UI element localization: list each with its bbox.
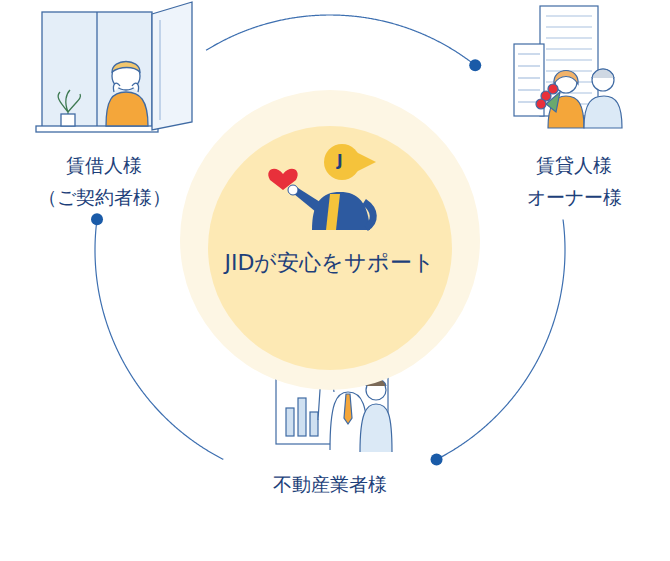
owner-illustration — [514, 6, 622, 128]
node-label: 賃借人様 （ご契約者様） — [29, 149, 179, 213]
owner-node: 賃貸人様 オーナー様 — [482, 0, 666, 213]
arrow-dot — [91, 213, 103, 225]
node-label: JIDが安心をサポート — [180, 248, 480, 278]
circle-outline — [180, 90, 480, 390]
cycle-arc — [206, 15, 475, 65]
agent-node: 不動産業者様 — [230, 326, 430, 500]
node-label: 賃貸人様 オーナー様 — [499, 149, 649, 213]
arrow-dot — [469, 59, 481, 71]
tenant-node: 賃借人様 （ご契約者様） — [8, 0, 200, 213]
support-circle: JIDが安心をサポート — [180, 90, 480, 390]
logo-letter: J — [337, 153, 343, 169]
tenant-illustration — [36, 2, 192, 132]
node-label: 不動産業者様 — [255, 468, 405, 500]
arrow-dot — [431, 453, 443, 465]
